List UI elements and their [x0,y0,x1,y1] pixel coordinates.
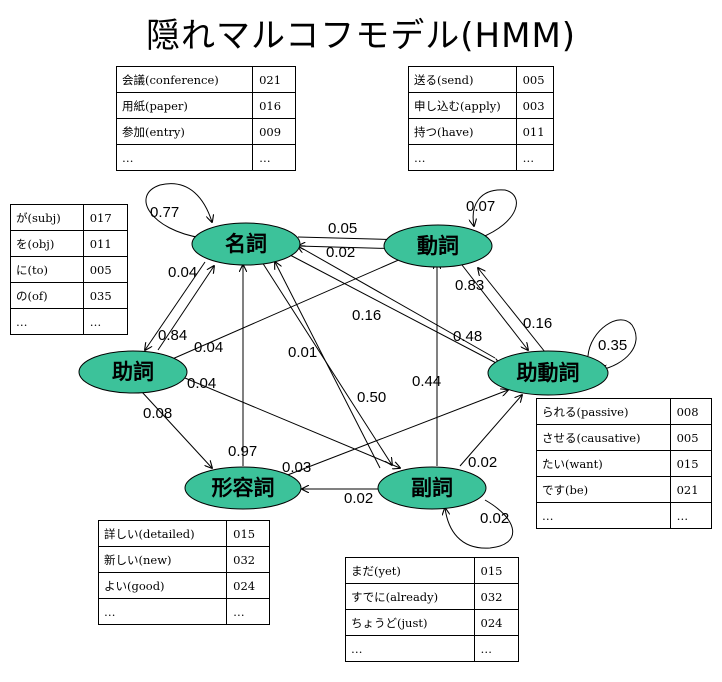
edge-meishi-joshi [145,261,206,350]
label-fukushi-keiyoushi: 0.02 [344,490,373,507]
label-jodoushi-self: 0.35 [598,337,627,354]
label-meishi-joshi: 0.04 [168,264,197,281]
label-joshi-doushi: 0.04 [194,339,223,356]
table-row: を(obj)011 [10,230,129,257]
label-jodoushi-doushi: 0.16 [523,315,552,332]
edge-keiyoushi-jodoushi [284,390,508,477]
label-joshi-jodoushi: 0.04 [187,375,216,392]
edge-fukushi-jodoushi [459,395,522,467]
node-label-jodoushi: 助動詞 [517,361,580,385]
table-row: 申し込む(apply)003 [408,92,555,119]
node-label-fukushi: 副詞 [411,476,453,500]
edge-jodoushi-doushi [478,268,546,353]
node-meishi [191,222,301,266]
node-joshi [78,350,188,394]
label-keiyoushi-meishi: 0.97 [228,443,257,460]
table-row: …… [10,308,129,335]
table-row: よい(good)024 [97,572,270,599]
label-joshi-meishi: 0.84 [158,327,187,344]
edge-fukushi-self [445,499,514,549]
label-doushi-meishi: 0.02 [326,244,355,261]
emission-table-meishi: 会議(conference)021 用紙(paper)016 参加(entry)… [115,66,296,171]
table-row: られる(passive)008 [536,398,713,425]
label-keiyoushi-jodoushi: 0.03 [282,459,311,476]
table-row: です(be)021 [536,476,713,503]
edge-joshi-doushi [169,255,410,361]
table-row: 会議(conference)021 [115,66,296,93]
emission-table-fukushi: まだ(yet)015 すでに(already)032 ちょうど(just)024… [345,557,520,662]
edge-meishi-self [145,183,212,239]
table-row: 用紙(paper)016 [115,92,296,119]
table-row: 参加(entry)009 [115,118,296,145]
table-row: 新しい(new)032 [97,546,270,573]
node-fukushi [377,466,487,510]
edge-jodoushi-meishi [298,246,496,359]
label-fukushi-jodoushi: 0.02 [468,454,497,471]
node-doushi [383,224,493,268]
table-row: ちょうど(just)024 [345,609,520,636]
label-doushi-self: 0.07 [466,198,495,215]
table-row: …… [97,598,270,625]
edge-joshi-meishi [157,266,214,351]
label-meishi-self: 0.77 [150,204,179,221]
table-row: まだ(yet)015 [345,557,520,584]
table-row: …… [536,502,713,529]
emission-table-joshi: が(subj)017 を(obj)011 に(to)005 の(of)035 …… [10,204,129,335]
table-row: の(of)035 [10,282,129,309]
edge-doushi-self [473,189,517,239]
node-label-doushi: 動詞 [417,234,459,258]
label-meishi-doushi: 0.05 [328,220,357,237]
node-label-meishi: 名詞 [225,232,267,256]
emission-table-keiyoushi: 詳しい(detailed)015 新しい(new)032 よい(good)024… [97,520,270,625]
node-label-joshi: 助詞 [112,360,154,384]
label-meishi-jodoushi: 0.16 [352,307,381,324]
node-label-keiyoushi: 形容詞 [212,476,275,500]
edge-meishi-jodoushi [289,254,500,365]
label-doushi-jodoushi: 0.83 [455,277,484,294]
emission-table-doushi: 送る(send)005 申し込む(apply)003 持つ(have)011 …… [408,66,555,171]
table-row: 詳しい(detailed)015 [97,520,270,547]
table-row: すでに(already)032 [345,583,520,610]
edge-joshi-keiyoushi [141,391,212,468]
table-row: 送る(send)005 [408,66,555,93]
label-meishi-fukushi: 0.01 [288,344,317,361]
emission-table-jodoushi: られる(passive)008 させる(causative)005 たい(wan… [536,398,713,529]
table-row: 持つ(have)011 [408,118,555,145]
label-joshi-keiyoushi: 0.08 [143,405,172,422]
node-keiyoushi [184,466,302,510]
edge-jodoushi-self [587,319,637,370]
edge-doushi-jodoushi [461,264,528,350]
page-title: 隠れマルコフモデル(HMM) [145,16,577,56]
table-row: …… [408,144,555,171]
table-row: …… [345,635,520,662]
node-jodoushi [487,350,609,396]
label-fukushi-meishi: 0.50 [357,389,386,406]
table-row: …… [115,144,296,171]
table-row: たい(want)015 [536,450,713,477]
label-jodoushi-meishi: 0.48 [453,328,482,345]
label-fukushi-self: 0.02 [480,510,509,527]
table-row: に(to)005 [10,256,129,283]
label-fukushi-doushi: 0.44 [412,373,441,390]
table-row: が(subj)017 [10,204,129,231]
edge-fukushi-meishi [275,262,381,469]
edge-joshi-jodoushi [184,377,400,468]
table-row: させる(causative)005 [536,424,713,451]
